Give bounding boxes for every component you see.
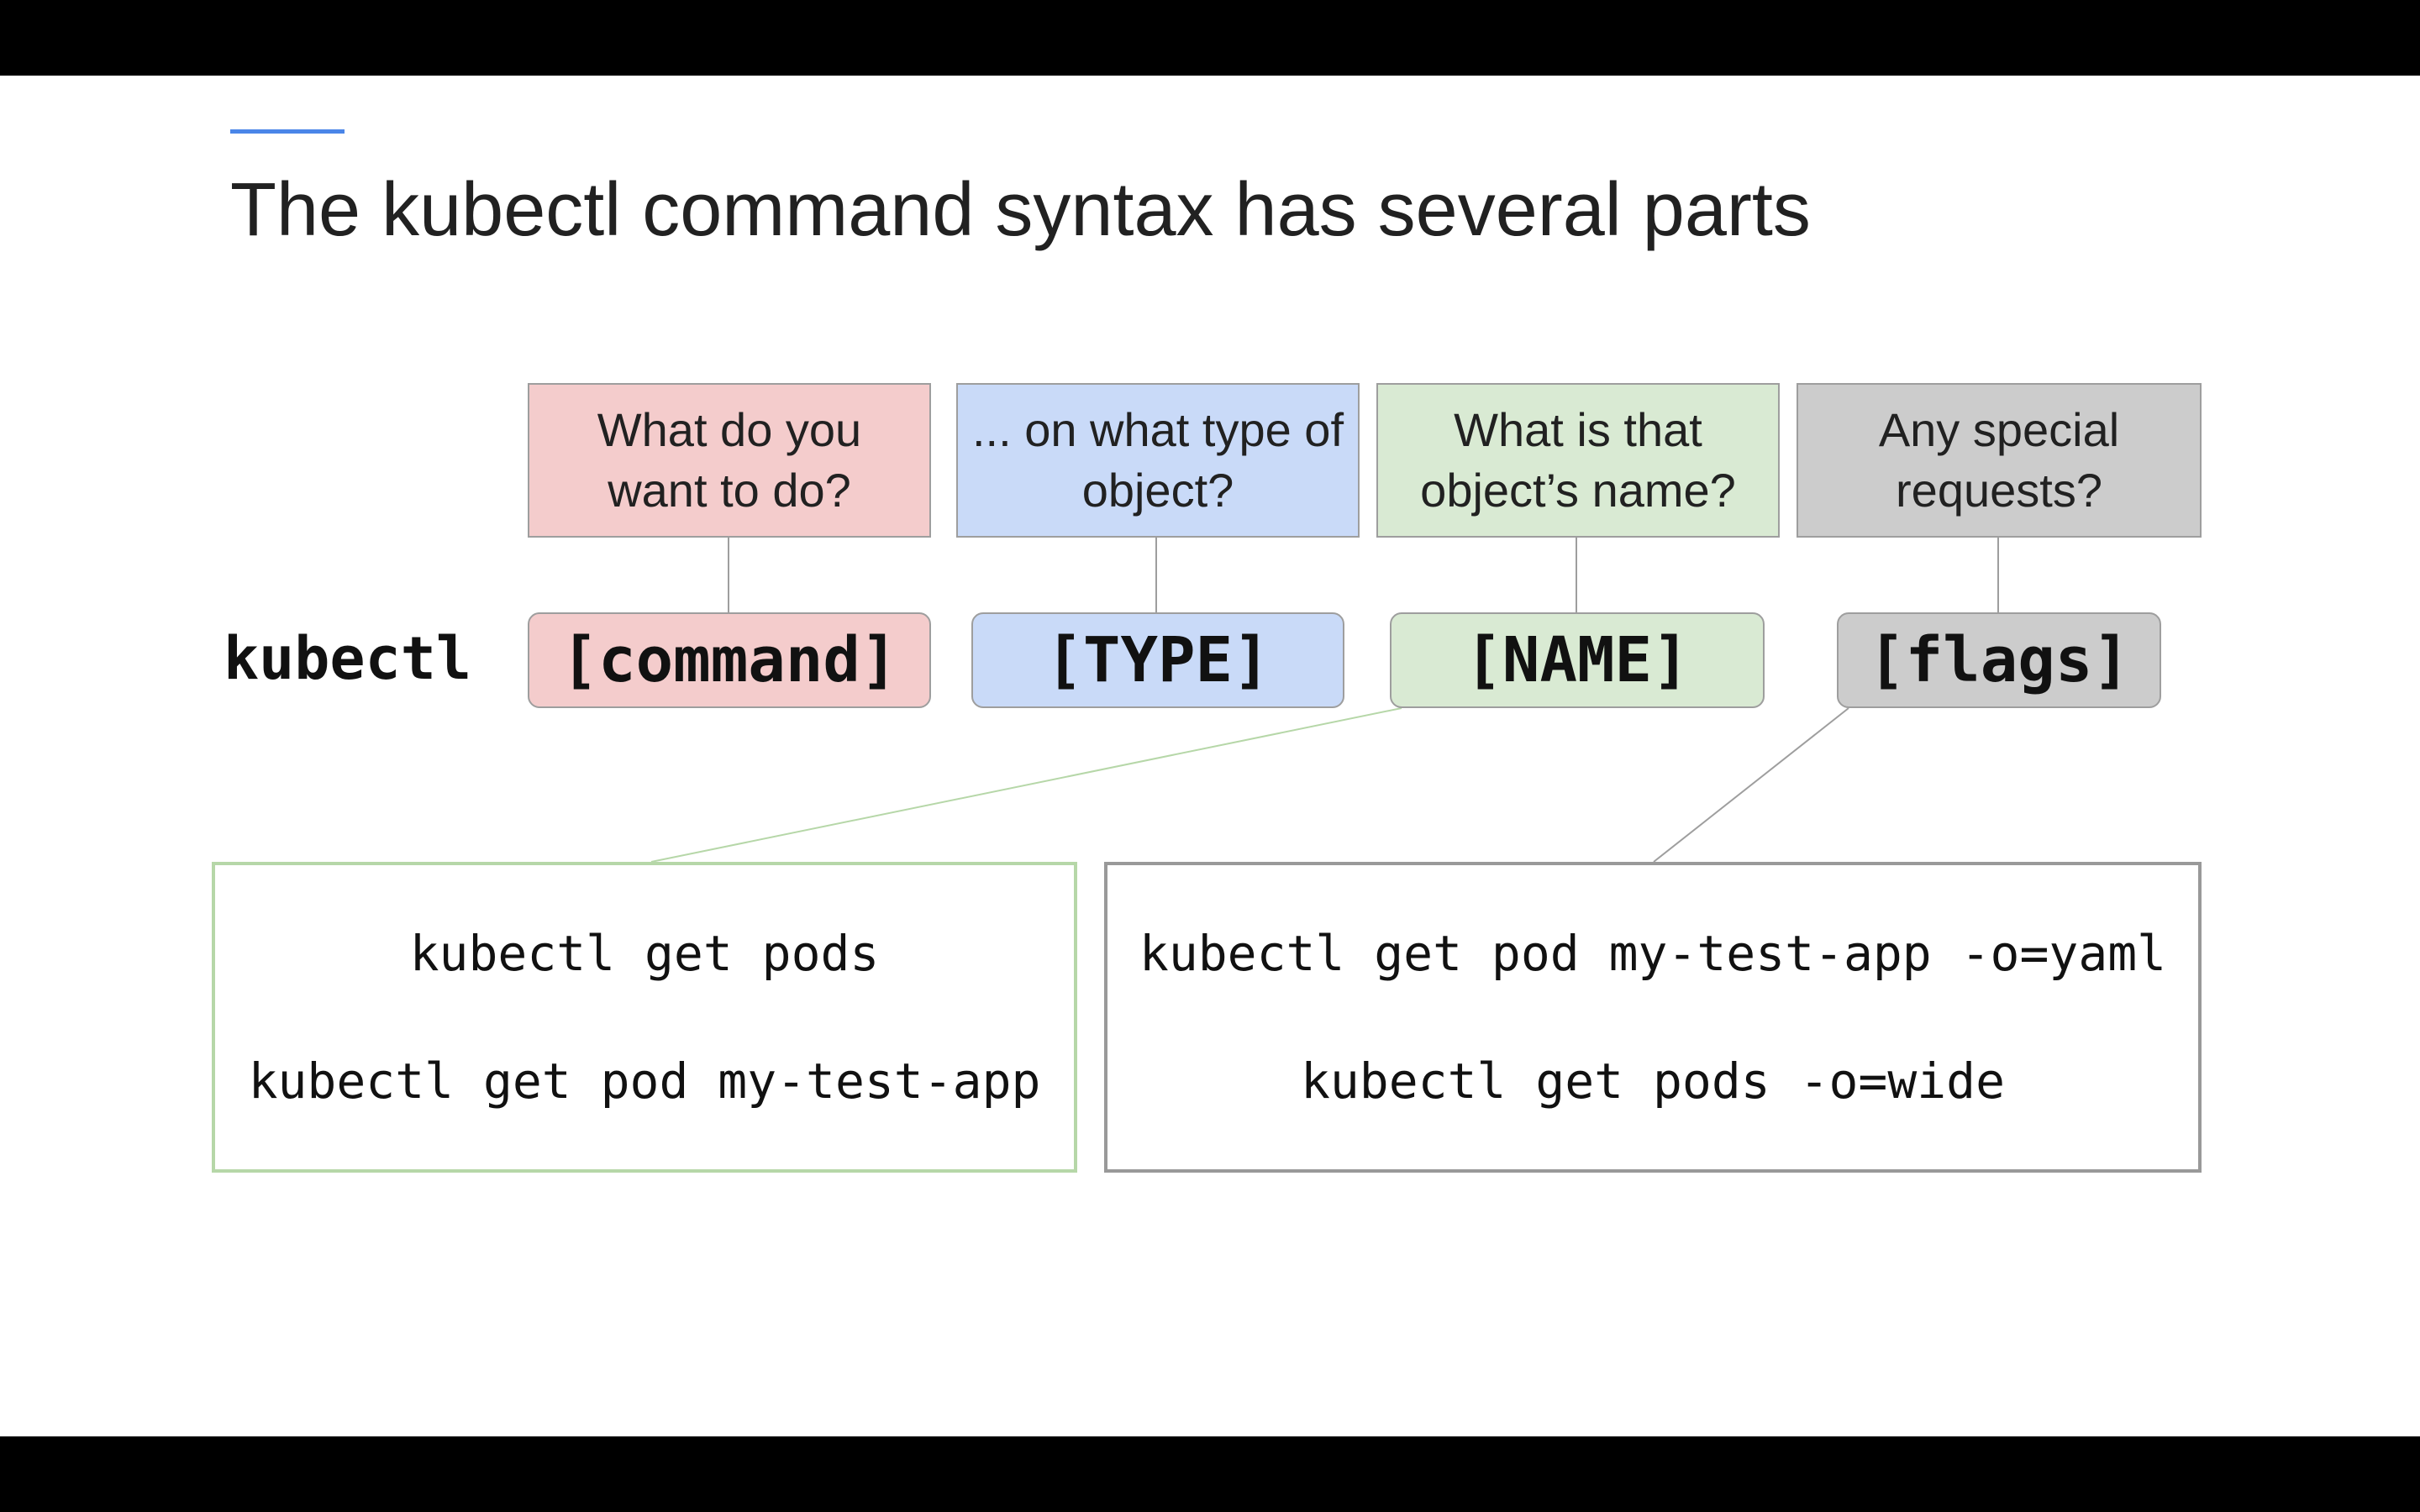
slide: [0, 76, 2420, 1436]
token-flags: [flags]: [1837, 612, 2161, 708]
question-flags: Any special requests?: [1797, 383, 2202, 538]
token-flags-text: [flags]: [1868, 624, 2130, 696]
letterbox-bottom: [0, 1436, 2420, 1512]
letterbox-top: [0, 0, 2420, 76]
question-type: ... on what type of object?: [956, 383, 1360, 538]
title-accent-line: [230, 129, 345, 134]
kubectl-prefix: kubectl: [224, 624, 472, 693]
question-command: What do you want to do?: [528, 383, 931, 538]
token-command: [command]: [528, 612, 931, 708]
name-example-1: kubectl get pods: [409, 925, 880, 982]
question-name-text: What is that object’s name?: [1420, 403, 1736, 517]
question-command-text: What do you want to do?: [597, 403, 862, 517]
slide-title: The kubectl command syntax has several p…: [230, 168, 1811, 252]
token-type: [TYPE]: [971, 612, 1344, 708]
token-type-text: [TYPE]: [1045, 624, 1270, 696]
token-name-text: [NAME]: [1465, 624, 1690, 696]
flag-example-1: kubectl get pod my-test-app -o=yaml: [1139, 925, 2167, 982]
flag-example-2: kubectl get pods -o=wide: [1300, 1053, 2006, 1110]
connector-flag-examples: [1653, 707, 1849, 863]
token-command-text: [command]: [560, 624, 898, 696]
question-type-text: ... on what type of object?: [971, 403, 1344, 517]
token-name: [NAME]: [1390, 612, 1765, 708]
question-flags-text: Any special requests?: [1878, 403, 2120, 517]
name-examples-box: kubectl get pods kubectl get pod my-test…: [212, 862, 1077, 1173]
name-example-2: kubectl get pod my-test-app: [248, 1053, 1041, 1110]
flag-examples-box: kubectl get pod my-test-app -o=yaml kube…: [1104, 862, 2202, 1173]
question-name: What is that object’s name?: [1376, 383, 1780, 538]
connector-name-examples: [650, 707, 1402, 863]
